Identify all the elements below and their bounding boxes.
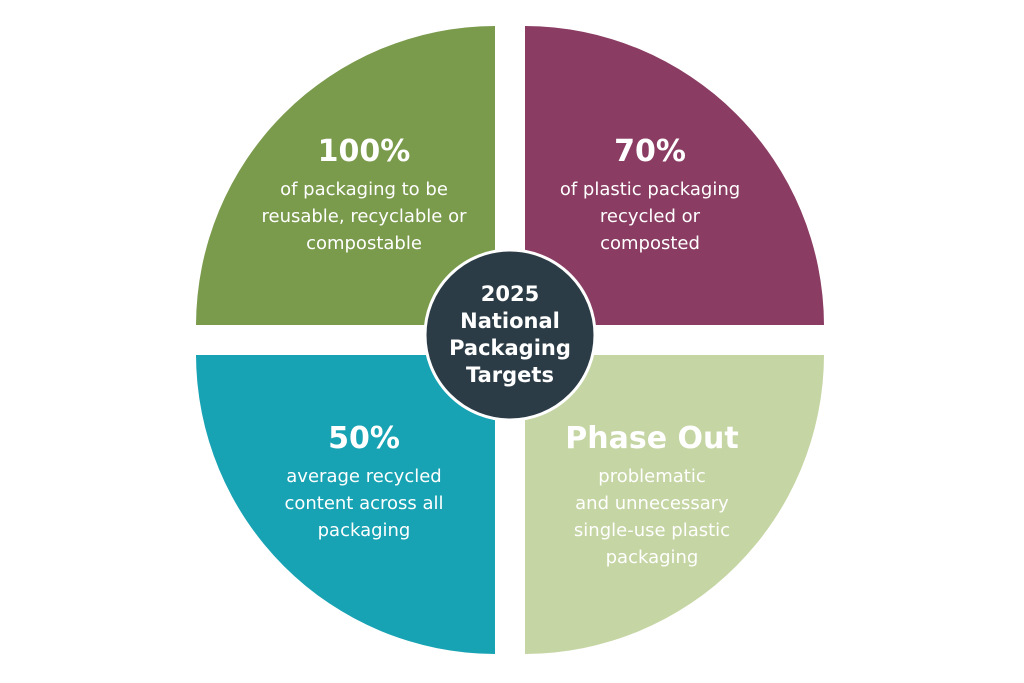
quadrant-bottom-left-headline: 50%: [328, 421, 400, 456]
quadrant-top-right-text: 70% of plastic packaging recycled or com…: [525, 134, 775, 257]
quadrant-top-right-description: of plastic packaging recycled or compost…: [559, 179, 741, 254]
quadrant-top-right-wedge: [525, 26, 824, 325]
quadrant-top-left-text: 100% of packaging to be reusable, recycl…: [239, 134, 489, 257]
quadrant-bottom-left-wedge: [196, 355, 495, 654]
quadrant-bottom-right-text: Phase Out problematic and unnecessary si…: [527, 421, 777, 571]
quadrant-top-left-wedge: [196, 26, 495, 325]
quadrant-bottom-right-description: problematic and unnecessary single-use p…: [573, 466, 731, 568]
quadrant-top-left-description: of packaging to be reusable, recyclable …: [261, 179, 467, 254]
quadrant-bottom-left-text: 50% average recycled content across all …: [239, 421, 489, 544]
quadrant-top-right-headline: 70%: [614, 134, 686, 169]
quadrant-top-left-headline: 100%: [317, 134, 411, 169]
quadrant-bottom-right-headline: Phase Out: [565, 421, 739, 456]
center-label: 2025 National Packaging Targets: [449, 282, 571, 387]
quadrant-bottom-left-description: average recycled content across all pack…: [284, 466, 444, 541]
center-circle: [423, 248, 597, 422]
quadrant-bottom-right-wedge: [525, 355, 824, 654]
